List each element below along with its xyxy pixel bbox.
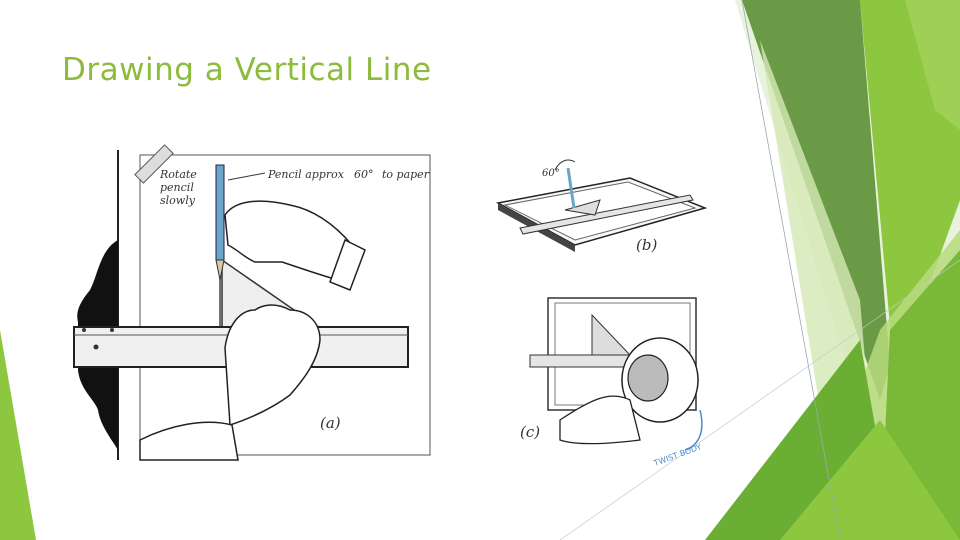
head-c <box>627 354 669 402</box>
thin-line-2 <box>559 259 960 540</box>
lower-sleeve <box>139 421 239 461</box>
t-square-c <box>529 354 641 368</box>
triangle-c <box>591 313 632 356</box>
caption-a: (a) <box>320 414 341 432</box>
right-pale-strip <box>760 40 870 470</box>
thin-line-1 <box>741 0 841 540</box>
label-rotate-1: Rotate <box>159 168 197 181</box>
t-square-screw-1 <box>93 344 99 350</box>
slide-title: Drawing a Vertical Line <box>62 52 432 88</box>
label-twist: TWIST BODY <box>652 442 703 468</box>
bottom-right-wedge <box>780 420 960 540</box>
triangle-b <box>564 199 601 216</box>
label-angle: 60° <box>354 168 374 181</box>
upper-cuff <box>329 238 366 291</box>
t-square-screw-3 <box>110 328 114 332</box>
label-pencil: Pencil approx <box>267 168 345 181</box>
t-square-screw-2 <box>82 328 86 332</box>
twist-arrow-icon <box>684 409 703 451</box>
caption-c: (c) <box>520 423 540 441</box>
pencil-tip <box>215 259 225 281</box>
angle-label-b: 60° <box>542 168 560 179</box>
left-corner-shape <box>0 330 36 540</box>
caption-b: (b) <box>636 236 657 254</box>
label-rotate-2: pencil <box>160 181 194 194</box>
arm-c <box>559 395 641 445</box>
pencil-leader-line <box>227 172 266 181</box>
t-square-b <box>519 194 694 235</box>
pencil-b-icon <box>566 167 576 209</box>
tape-strip <box>134 144 174 184</box>
angle-arc-b <box>554 159 576 171</box>
label-rotate-3: slowly <box>160 194 196 207</box>
label-to-paper: to paper <box>382 168 430 181</box>
right-top-lighter <box>905 0 960 130</box>
lower-hand <box>224 304 321 427</box>
